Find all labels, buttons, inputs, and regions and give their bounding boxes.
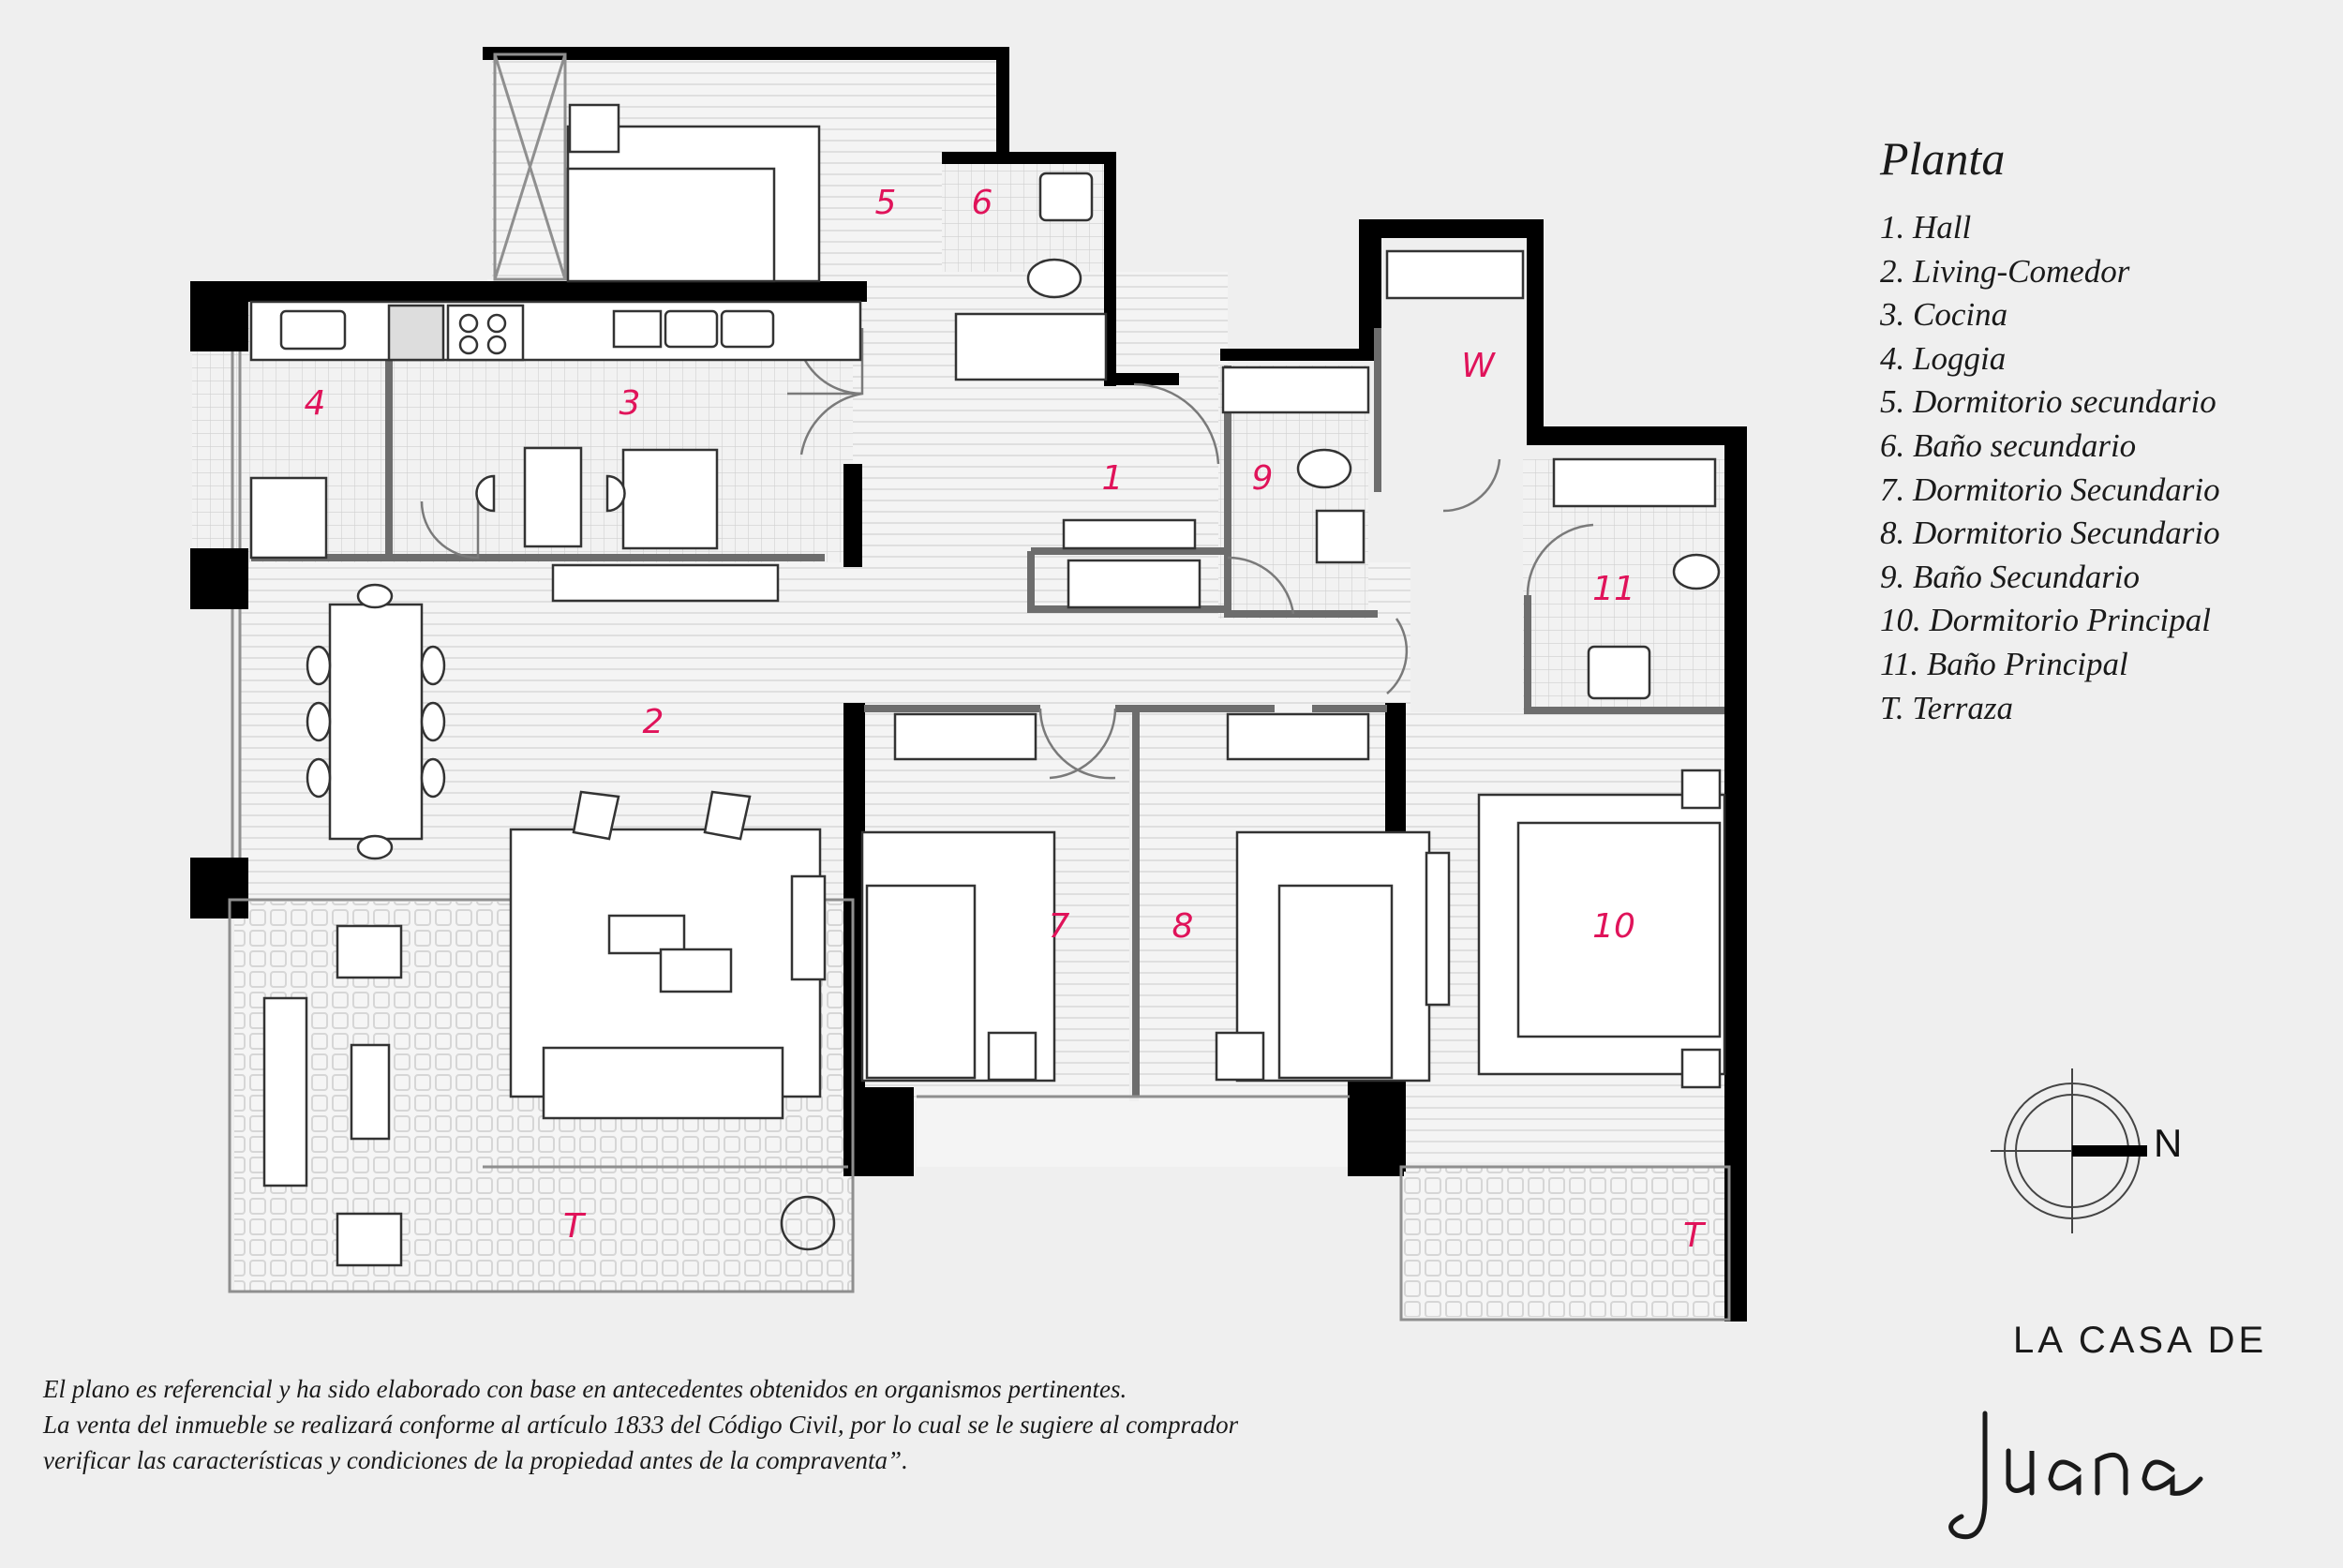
kitchen-fixtures [249, 300, 1197, 603]
room-label-10: 10 [1592, 907, 1635, 946]
room-label-terrace-2: T [1683, 1217, 1707, 1255]
room-label-7: 7 [1049, 907, 1070, 946]
legend-item: 2. Living-Comedor [1880, 252, 2130, 290]
disclaimer-line: El plano es referencial y ha sido elabor… [43, 1375, 1127, 1403]
room-label-2: 2 [643, 703, 664, 741]
bathroom-fixtures [954, 172, 1721, 700]
interior-walls [251, 328, 1724, 1097]
doors [420, 327, 1594, 780]
legend-item: 8. Dormitorio Secundario [1880, 515, 2220, 552]
disclaimer-line: La venta del inmueble se realizará confo… [43, 1411, 1239, 1439]
legend: Planta 1. Hall 2. Living-Comedor 3. Coci… [1880, 131, 2220, 730]
living-furniture [262, 583, 836, 1267]
legend-item: T. Terraza [1880, 689, 2014, 726]
north-label: N [2154, 1121, 2183, 1165]
disclaimer-line: verificar las características y condicio… [43, 1446, 908, 1474]
room-label-9: 9 [1252, 459, 1274, 498]
room-label-4: 4 [305, 384, 326, 423]
logo-top-text: LA CASA DE [2013, 1320, 2268, 1361]
room-label-3: 3 [619, 384, 641, 423]
legend-item: 9. Baño Secundario [1880, 558, 2141, 595]
logo-script [1948, 1411, 2203, 1539]
legend-item: 7. Dormitorio Secundario [1880, 470, 2220, 508]
legend-item: 5. Dormitorio secundario [1880, 383, 2216, 421]
brand-logo: LA CASA DE [1938, 1320, 2263, 1554]
legend-item: 10. Dormitorio Principal [1880, 602, 2211, 639]
room-label-11: 11 [1592, 570, 1635, 608]
room-label-5: 5 [875, 184, 897, 222]
compass-icon [1991, 1068, 2147, 1233]
legend-item: 1. Hall [1880, 209, 1972, 246]
room-label-1: 1 [1102, 459, 1124, 498]
bedroom-furniture [566, 103, 1726, 1089]
legend-title: Planta [1880, 132, 2006, 185]
legend-item: 3. Cocina [1880, 296, 2008, 334]
disclaimer: El plano es referencial y ha sido elabor… [43, 1371, 1655, 1478]
room-label-terrace-1: T [563, 1207, 587, 1246]
room-label-w: W [1461, 347, 1496, 385]
exterior-walls [190, 47, 1747, 1322]
legend-list: 1. Hall 2. Living-Comedor 3. Cocina 4. L… [1880, 206, 2220, 730]
legend-item: 11. Baño Principal [1880, 645, 2128, 682]
room-labels: 1 2 3 4 5 6 7 8 9 10 11 W T T [305, 184, 1707, 1255]
legend-item: 6. Baño secundario [1880, 426, 2137, 464]
railings [228, 52, 1731, 1322]
legend-item: 4. Loggia [1880, 339, 2007, 377]
room-label-8: 8 [1172, 907, 1194, 946]
room-label-6: 6 [972, 184, 993, 222]
